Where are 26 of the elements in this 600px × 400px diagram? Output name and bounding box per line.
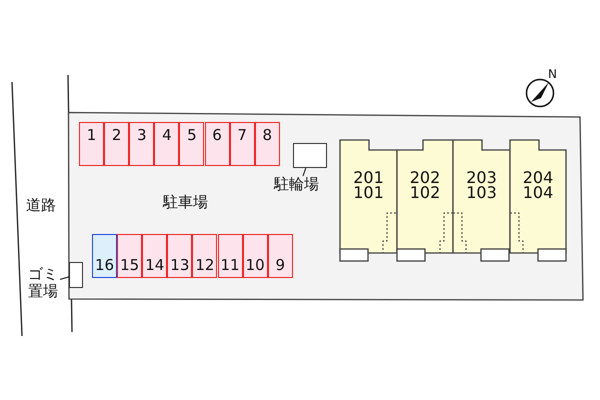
site-lot bbox=[68, 112, 584, 301]
parking-space: 2 bbox=[104, 122, 130, 166]
parking-space: 7 bbox=[230, 122, 255, 166]
north-label: N bbox=[548, 66, 557, 83]
parking-space: 11 bbox=[218, 234, 243, 278]
parking-space: 13 bbox=[167, 234, 192, 278]
bicycle-parking-label: 駐輪場 bbox=[274, 176, 326, 194]
leader-line bbox=[302, 168, 306, 176]
garbage-box bbox=[69, 262, 83, 288]
parking-space: 10 bbox=[242, 234, 268, 278]
parking-space: 5 bbox=[179, 122, 204, 166]
parking-space: 4 bbox=[154, 122, 180, 166]
parking-space: 8 bbox=[254, 122, 280, 166]
garbage-area-label: ゴミ置場 bbox=[26, 266, 60, 302]
parking-space: 6 bbox=[204, 122, 230, 166]
leader-line bbox=[60, 276, 70, 280]
parking-lot-label: 駐車場 bbox=[163, 194, 208, 211]
parking-space: 16 bbox=[92, 234, 118, 278]
road-label: 道路 bbox=[26, 197, 56, 214]
bicycle-shed-box bbox=[293, 143, 327, 168]
parking-space: 14 bbox=[142, 234, 168, 278]
parking-space: 9 bbox=[268, 234, 293, 278]
parking-space: 1 bbox=[79, 122, 104, 166]
parking-space: 12 bbox=[192, 234, 218, 278]
parking-space: 3 bbox=[129, 122, 154, 166]
parking-space: 15 bbox=[117, 234, 142, 278]
